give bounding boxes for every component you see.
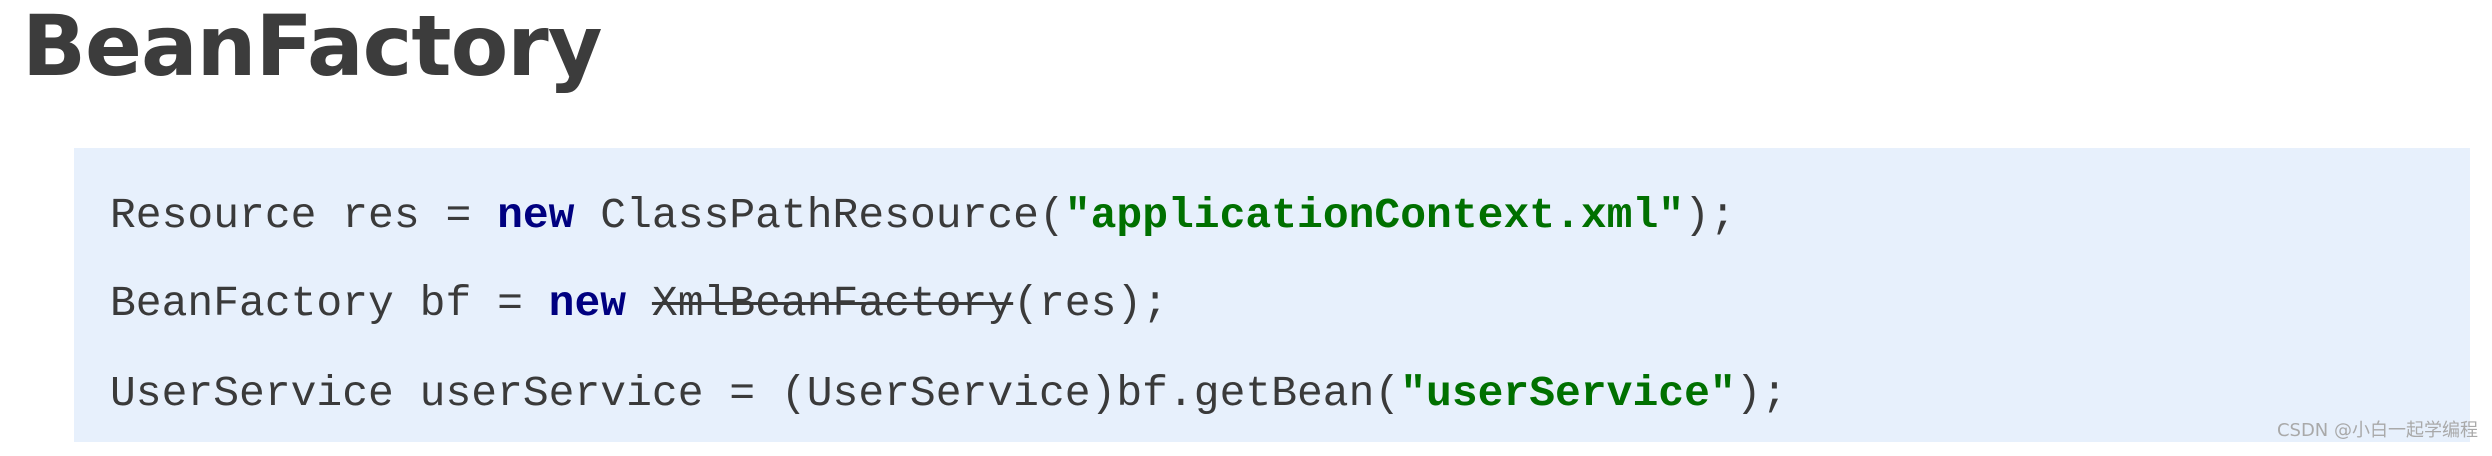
code-space: [626, 279, 652, 328]
keyword-new: new: [548, 279, 627, 328]
code-text: );: [1684, 191, 1736, 240]
page-title: BeanFactory: [22, 0, 602, 95]
watermark: CSDN @小白一起学编程: [2276, 420, 2478, 441]
code-line-1: Resource res = new ClassPathResource("ap…: [110, 188, 1736, 244]
code-line-3: UserService userService = (UserService)b…: [110, 366, 1787, 422]
code-text: ClassPathResource(: [574, 191, 1065, 240]
string-literal: "userService": [1400, 369, 1736, 418]
code-text: Resource res =: [110, 191, 498, 240]
deprecated-class-name: XmlBeanFactory: [651, 279, 1014, 328]
keyword-new: new: [497, 191, 575, 240]
code-text: );: [1735, 369, 1788, 418]
code-line-2: BeanFactory bf = new XmlBeanFactory(res)…: [110, 276, 1168, 332]
string-literal: "applicationContext.xml": [1064, 191, 1685, 240]
code-text: BeanFactory bf =: [110, 279, 549, 328]
code-text: UserService userService = (UserService)b…: [110, 369, 1401, 418]
code-text: (res);: [1013, 279, 1168, 328]
code-block: Resource res = new ClassPathResource("ap…: [74, 148, 2470, 442]
